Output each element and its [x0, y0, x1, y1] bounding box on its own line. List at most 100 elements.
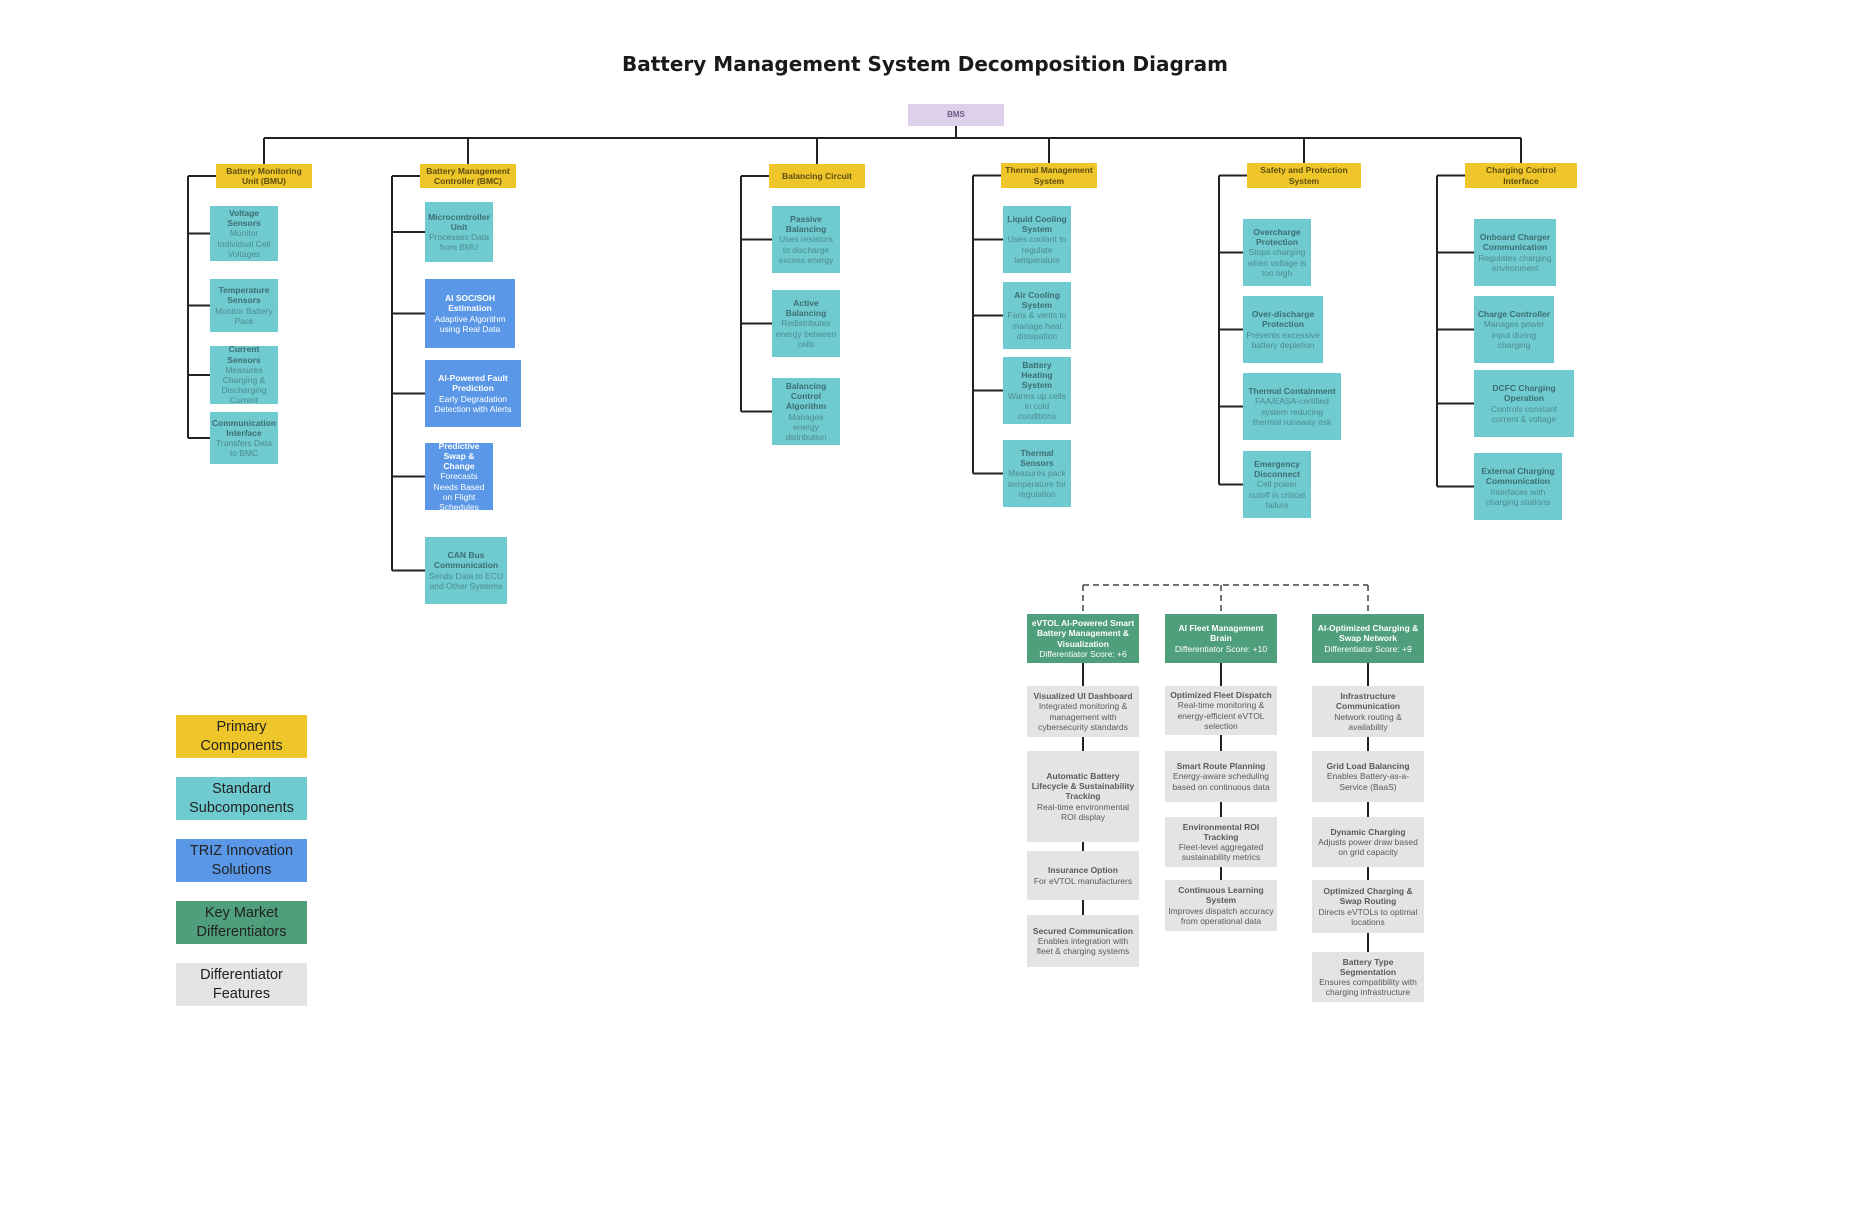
- sub-bmu-2-desc: Measures Charging & Discharging Current: [221, 364, 267, 404]
- sub-bmc-0-title: Microcontroller Unit: [428, 211, 490, 232]
- feature-fleet-3-desc: Improves dispatch accuracy from operatio…: [1168, 905, 1274, 926]
- sub-bmc-4-desc: Sends Data to ECU and Other Systems: [428, 570, 504, 591]
- market-fleet-desc: Differentiator Score: +10: [1174, 643, 1268, 654]
- sub-bmu-2-title: Current Sensors: [227, 346, 261, 365]
- primary-balancing-title: Balancing Circuit: [782, 170, 852, 181]
- feature-evtol-0-desc: Integrated monitoring & management with …: [1038, 701, 1128, 732]
- primary-bmu[interactable]: Battery Monitoring Unit (BMU): [216, 164, 312, 188]
- market-fleet-title: AI Fleet Management Brain: [1178, 623, 1264, 644]
- sub-balancing-0-title: Passive Balancing: [785, 214, 827, 235]
- primary-bmc-title: Battery Management Controller (BMC): [426, 165, 510, 186]
- sub-charging-2-desc: Controls constant current & voltage: [1490, 403, 1558, 424]
- sub-safety-3-title: Emergency Disconnect: [1254, 459, 1300, 480]
- legend-item-0: Primary Components: [176, 715, 307, 758]
- triz-bmc-2-title: AI-Powered Fault Prediction: [438, 373, 508, 394]
- sub-bmu-0-title: Voltage Sensors: [227, 208, 261, 229]
- root-node-bms[interactable]: BMS: [908, 104, 1004, 126]
- sub-balancing-2-desc: Manages energy distribution: [785, 411, 827, 442]
- root-node-bms-title: BMS: [947, 110, 965, 120]
- sub-thermal-0-desc: Uses coolant to regulate temperature: [1007, 234, 1067, 265]
- primary-bmc[interactable]: Battery Management Controller (BMC): [420, 164, 516, 188]
- primary-balancing[interactable]: Balancing Circuit: [769, 164, 865, 188]
- sub-thermal-0-title: Liquid Cooling System: [1007, 214, 1067, 235]
- sub-safety-1-desc: Prevents excessive battery depletion: [1246, 329, 1320, 350]
- sub-balancing-1-title: Active Balancing: [785, 298, 827, 319]
- triz-bmc-2-desc: Early Degradation Detection with Alerts: [434, 393, 512, 414]
- primary-charging-title: Charging Control Interface: [1486, 165, 1556, 186]
- feature-evtol-1[interactable]: Automatic Battery Lifecycle & Sustainabi…: [1027, 751, 1139, 842]
- feature-fleet-1-desc: Energy-aware scheduling based on continu…: [1172, 771, 1270, 792]
- sub-thermal-3-title: Thermal Sensors: [1020, 448, 1054, 469]
- sub-bmc-4-title: CAN Bus Communication: [433, 550, 499, 571]
- sub-thermal-1-title: Air Cooling System: [1014, 290, 1060, 311]
- legend-item-1: Standard Subcomponents: [176, 777, 307, 820]
- primary-thermal[interactable]: Thermal Management System: [1001, 163, 1097, 188]
- feature-evtol-1-desc: Real-time environmental ROI display: [1036, 801, 1130, 822]
- primary-safety[interactable]: Safety and Protection System: [1247, 163, 1361, 188]
- sub-charging-2-title: DCFC Charging Operation: [1492, 383, 1556, 404]
- feature-evtol-2-title: Insurance Option: [1048, 865, 1118, 876]
- feature-swap-3-title: Optimized Charging & Swap Routing: [1323, 886, 1413, 907]
- sub-charging-0-desc: Regulates charging environment: [1478, 252, 1552, 273]
- feature-evtol-3-title: Secured Communication: [1032, 925, 1134, 936]
- feature-fleet-2-desc: Fleet-level aggregated sustainability me…: [1178, 842, 1264, 863]
- market-evtol[interactable]: eVTOL AI-Powered Smart Battery Managemen…: [1027, 614, 1139, 663]
- sub-bmu-3-title: Communication Interface: [211, 417, 277, 438]
- legend-item-4: Differentiator Features: [176, 963, 307, 1006]
- sub-bmu-3-desc: Transfers Data to BMC: [216, 438, 272, 459]
- sub-bmc-0-desc: Processes Data from BMU: [429, 232, 489, 253]
- primary-thermal-title: Thermal Management System: [1005, 165, 1093, 186]
- feature-swap-4-title: Battery Type Segmentation: [1339, 956, 1397, 977]
- feature-swap-2-title: Dynamic Charging: [1330, 826, 1406, 837]
- sub-charging-3-title: External Charging Communication: [1481, 466, 1555, 487]
- primary-charging[interactable]: Charging Control Interface: [1465, 163, 1577, 188]
- feature-swap-2-desc: Adjusts power draw based on grid capacit…: [1318, 836, 1418, 858]
- sub-safety-3-desc: Cell power cutoff in critical failure: [1248, 479, 1306, 510]
- sub-thermal-2-title: Battery Heating System: [1021, 359, 1053, 391]
- feature-evtol-1-title: Automatic Battery Lifecycle & Sustainabi…: [1031, 771, 1135, 802]
- primary-safety-title: Safety and Protection System: [1260, 165, 1348, 186]
- sub-safety-1-title: Over-discharge Protection: [1251, 309, 1315, 330]
- sub-charging-0-title: Onboard Charger Communication: [1479, 232, 1551, 253]
- market-evtol-title: eVTOL AI-Powered Smart Battery Managemen…: [1031, 618, 1135, 649]
